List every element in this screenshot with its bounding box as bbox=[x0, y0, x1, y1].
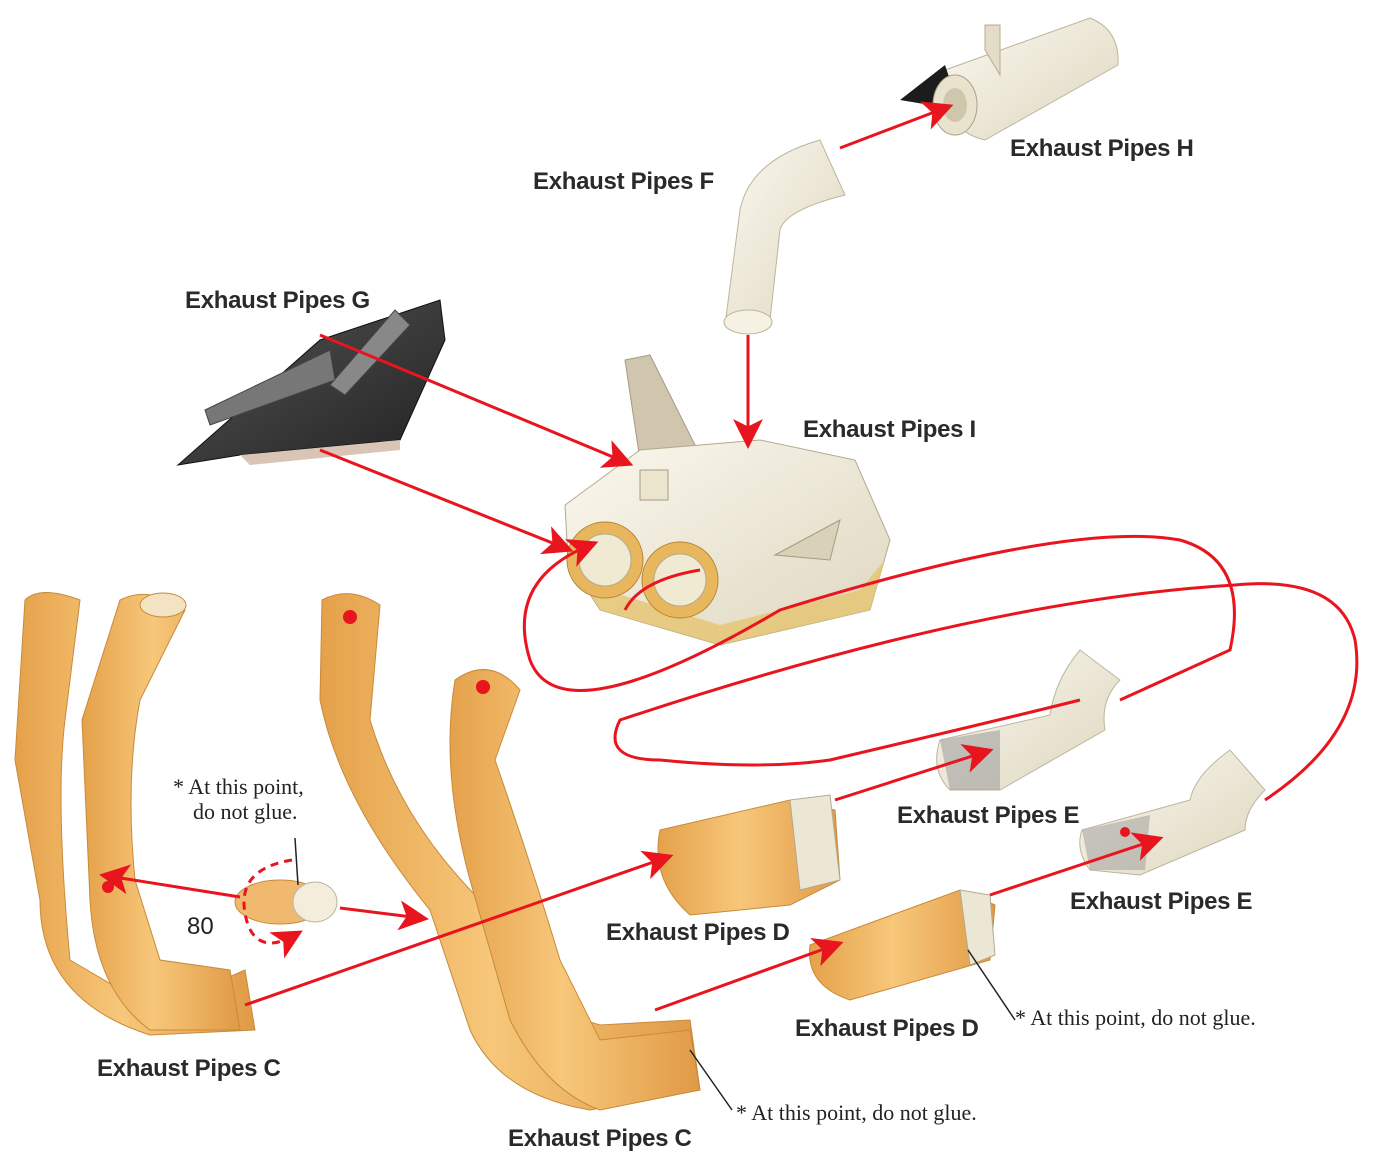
label-exhaust-pipes-f: Exhaust Pipes F bbox=[533, 168, 714, 196]
label-exhaust-pipes-d-upper: Exhaust Pipes D bbox=[606, 919, 790, 947]
label-exhaust-pipes-d-lower: Exhaust Pipes D bbox=[795, 1015, 979, 1043]
exhaust-pipe-e-upper-part bbox=[937, 650, 1120, 790]
label-exhaust-pipes-e-upper: Exhaust Pipes E bbox=[897, 802, 1079, 830]
arrow-g-to-i-lower bbox=[320, 450, 565, 548]
exhaust-pipe-h-part bbox=[900, 18, 1118, 140]
arrow-f-to-h bbox=[840, 108, 945, 148]
label-exhaust-pipes-i: Exhaust Pipes I bbox=[803, 416, 976, 444]
exhaust-pipe-d-upper-part bbox=[658, 795, 840, 915]
exhaust-pipe-i-part bbox=[565, 355, 890, 645]
note-glue-point-c: * At this point, do not glue. bbox=[736, 1100, 977, 1125]
arrow-plug-to-c-right bbox=[340, 908, 420, 918]
label-exhaust-pipes-e-lower: Exhaust Pipes E bbox=[1070, 888, 1252, 916]
note-glue-point-top-line2: do not glue. bbox=[173, 799, 304, 824]
label-exhaust-pipes-g: Exhaust Pipes G bbox=[185, 287, 370, 315]
arrow-c-right-to-d-lower bbox=[655, 945, 835, 1010]
note-glue-point-top: * At this point, do not glue. bbox=[173, 774, 304, 824]
exhaust-pipe-c-right-part bbox=[320, 594, 700, 1110]
exhaust-pipe-d-lower-part bbox=[810, 890, 996, 1000]
exhaust-pipe-g-part bbox=[178, 300, 445, 465]
label-exhaust-pipes-c-right: Exhaust Pipes C bbox=[508, 1125, 692, 1153]
rotation-value: 80 bbox=[187, 913, 214, 941]
note-glue-point-d: * At this point, do not glue. bbox=[1015, 1005, 1256, 1030]
label-exhaust-pipes-c-left: Exhaust Pipes C bbox=[97, 1055, 281, 1083]
label-exhaust-pipes-h: Exhaust Pipes H bbox=[1010, 135, 1194, 163]
exhaust-pipe-f-part bbox=[724, 140, 845, 334]
note-glue-point-top-line1: * At this point, bbox=[173, 774, 304, 799]
plug-part bbox=[235, 880, 337, 924]
